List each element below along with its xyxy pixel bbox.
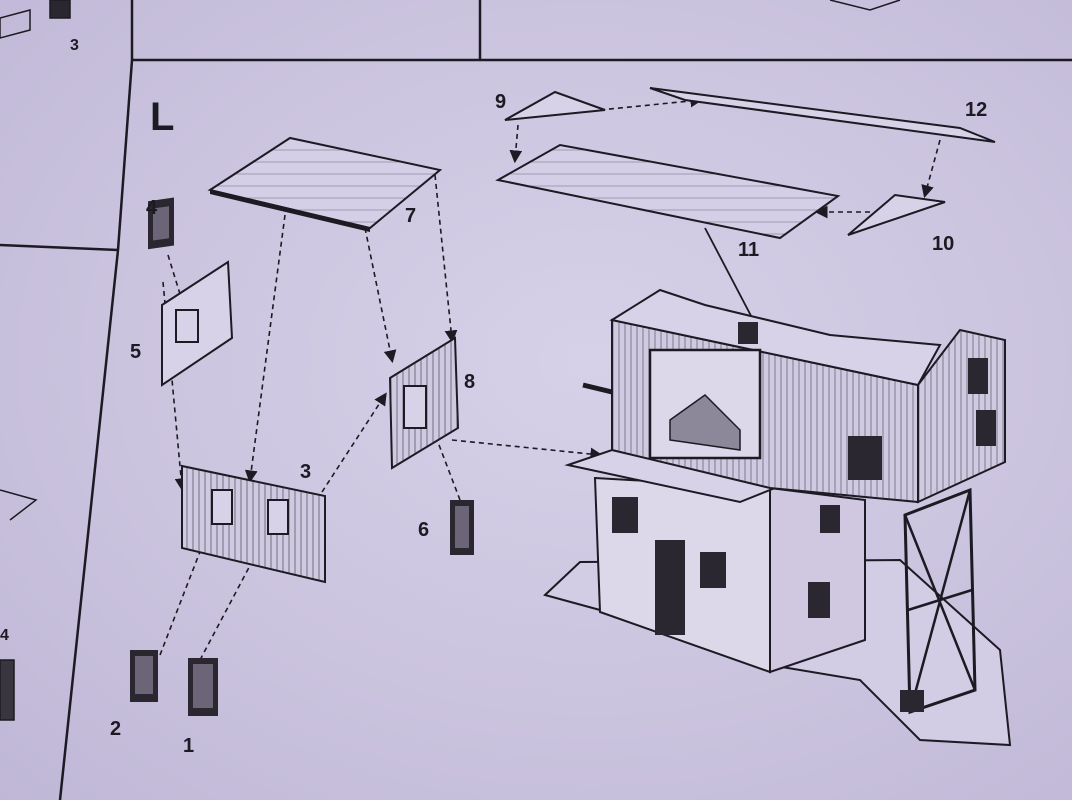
part-label-2: 2 (110, 718, 121, 740)
part-2-window (130, 650, 158, 702)
part-10-gable (847, 193, 946, 236)
part-label-12: 12 (965, 99, 987, 121)
part-label-8: 8 (464, 371, 475, 393)
neighbor-panel-fragments (0, 0, 901, 721)
part-8-end-wall (388, 336, 460, 470)
step-letter: L (150, 95, 174, 139)
part-12-roof-ridge (649, 87, 996, 143)
part-label-11: 11 (738, 239, 759, 261)
part-4-window (148, 197, 174, 250)
assembly-leaders (159, 94, 941, 661)
neighbor-label-left: 4 (0, 627, 9, 644)
part-1-window (188, 658, 218, 716)
part-label-1: 1 (183, 735, 194, 757)
neighbor-label: 3 (70, 37, 79, 54)
part-label-3: 3 (300, 461, 311, 483)
part-number-labels: 1 2 3 4 5 6 7 8 9 10 11 12 (110, 91, 987, 757)
part-label-4: 4 (146, 197, 158, 219)
part-label-7: 7 (405, 205, 416, 227)
part-label-6: 6 (418, 519, 429, 541)
part-label-10: 10 (932, 233, 954, 255)
part-label-5: 5 (130, 341, 141, 363)
part-7-floor (207, 136, 443, 232)
part-6-window (450, 500, 474, 555)
part-9-gable (504, 90, 606, 121)
part-label-9: 9 (495, 91, 506, 113)
part-5-side-wall (161, 260, 234, 387)
part-11-roof (495, 143, 841, 240)
assembled-building (543, 288, 1012, 747)
part-3-front-wall (181, 464, 326, 584)
